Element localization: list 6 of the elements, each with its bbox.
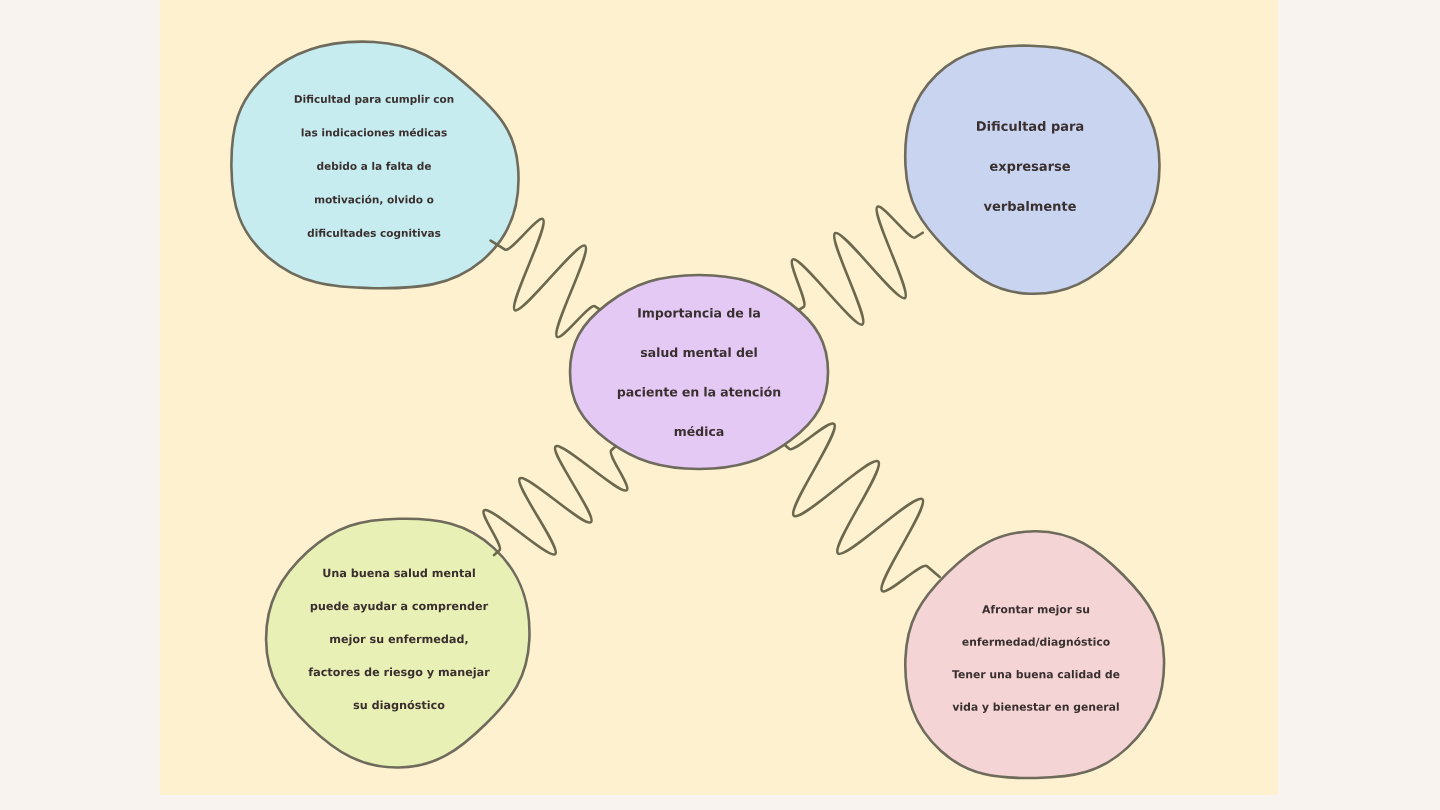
bubble: Dificultad para expresarse verbalmente	[903, 44, 1161, 295]
wavy-connector	[482, 444, 629, 557]
bubble: Afrontar mejor su enfermedad/diagnóstico Tener una buena calidad de vida y bienestar en general	[904, 530, 1166, 780]
bubble: Una buena salud mental puede ayudar a comprender mejor su enfermedad, factores de riesgo y manejar su diagnóstico	[264, 517, 531, 769]
bubble: Dificultad para cumplir con las indicaciones médicas debido a la falta de motivación, olvido o dificultades cognitivas	[230, 40, 520, 290]
bubble: Importancia de la salud mental del paciente en la atención médica	[568, 273, 830, 471]
